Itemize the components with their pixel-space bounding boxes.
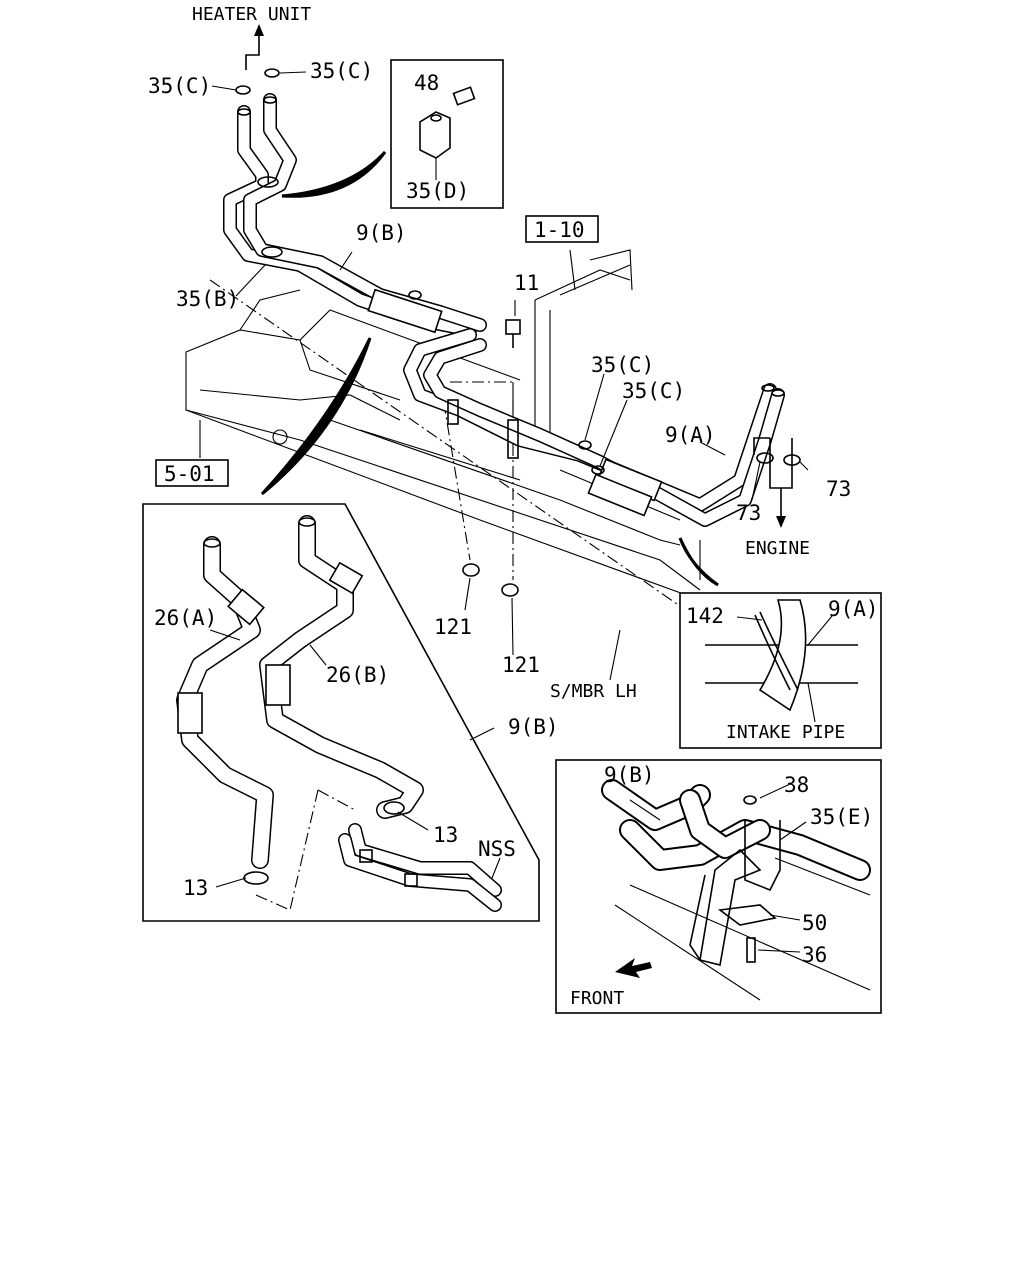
label-9b-inset: 9(B) [508, 715, 559, 739]
label-front: FRONT [570, 988, 624, 1009]
label-73-right: 73 [826, 477, 851, 501]
part-labels: HEATER UNIT 35(C) 35(C) 48 35(D) 9(B) 35… [148, 4, 879, 1009]
label-smbr-lh: S/MBR LH [550, 681, 637, 702]
heater-unit-arrow-icon [254, 24, 264, 36]
label-heater-unit: HEATER UNIT [192, 4, 311, 25]
label-13-right: 13 [433, 823, 458, 847]
label-121-right: 121 [502, 653, 540, 677]
label-intake-pipe: INTAKE PIPE [726, 722, 845, 743]
label-9b-bracket: 9(B) [604, 763, 655, 787]
label-36: 36 [802, 943, 827, 967]
label-nss: NSS [478, 837, 516, 861]
main-hose-assembly [223, 68, 801, 597]
label-35c-mid1: 35(C) [591, 353, 654, 377]
inset-hose-detail [142, 503, 540, 922]
label-ref-5-01: 5-01 [164, 462, 215, 486]
label-35c-right: 35(C) [310, 59, 373, 83]
flow-arrows [245, 24, 793, 528]
inset-intake-pipe [679, 592, 882, 749]
label-11: 11 [514, 271, 539, 295]
label-35c-mid2: 35(C) [622, 379, 685, 403]
label-35e: 35(E) [810, 805, 873, 829]
label-9a-inset: 9(A) [828, 597, 879, 621]
label-142: 142 [686, 604, 724, 628]
ref-box-5-01 [155, 459, 229, 487]
label-13-left: 13 [183, 876, 208, 900]
inset-clamp-detail [390, 59, 504, 209]
label-35c-left: 35(C) [148, 74, 211, 98]
label-engine: ENGINE [745, 538, 810, 559]
label-38: 38 [784, 773, 809, 797]
label-50: 50 [802, 911, 827, 935]
label-9a: 9(A) [665, 423, 716, 447]
label-ref-1-10: 1-10 [534, 218, 585, 242]
label-9b-top: 9(B) [356, 221, 407, 245]
ref-box-1-10 [525, 215, 599, 243]
label-26a: 26(A) [154, 606, 217, 630]
front-arrow-icon [615, 958, 652, 978]
label-26b: 26(B) [326, 663, 389, 687]
inset-bracket-detail [555, 759, 882, 1014]
label-73-left: 73 [736, 501, 761, 525]
chassis-frame [185, 249, 701, 601]
label-48: 48 [414, 71, 439, 95]
label-35b: 35(B) [176, 287, 239, 311]
engine-arrow-icon [776, 516, 786, 528]
label-121-left: 121 [434, 615, 472, 639]
detail-callout-arcs [260, 150, 719, 587]
label-35d: 35(D) [406, 179, 469, 203]
